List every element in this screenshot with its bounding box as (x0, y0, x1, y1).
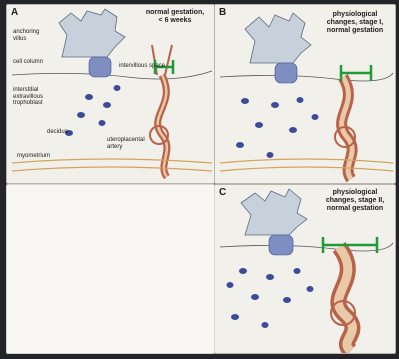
decidua-surface-line (12, 71, 212, 79)
anchoring-villus (59, 9, 125, 57)
panel-a: A normal gestation, < 6 weeks anchoring … (6, 4, 215, 184)
empty-area (6, 184, 215, 354)
panel-c: C physiological changes, stage II, norma… (214, 184, 396, 354)
panel-caption: physiological changes, stage II, normal … (319, 189, 391, 213)
panel-letter: A (11, 7, 18, 18)
trophoblast-cells (65, 85, 121, 136)
label-cell-column: cell column (13, 59, 43, 66)
panel-caption: physiological changes, stage I, normal g… (319, 11, 391, 35)
myometrium-layer (12, 159, 212, 171)
label-anchoring-villus: anchoring villus (13, 29, 39, 42)
label-decidua: decidua (47, 129, 68, 136)
myometrium-layer (220, 159, 393, 171)
panel-letter: C (219, 187, 226, 198)
panel-b: B physiological changes, stage I, normal… (214, 4, 396, 184)
anchoring-villus (241, 189, 307, 235)
label-intervillous-space: intervillous space (119, 63, 165, 70)
cell-column (269, 235, 293, 255)
anchoring-villus (245, 13, 311, 63)
cell-column (89, 57, 111, 77)
label-interstitial-trophoblast: interstitial extravillous trophoblast (13, 87, 43, 107)
trophoblast-cells (227, 268, 314, 328)
panel-letter: B (219, 7, 226, 18)
label-uteroplacental-artery: uteroplacental artery (107, 137, 145, 150)
cell-column (275, 63, 297, 83)
panel-caption: normal gestation, < 6 weeks (139, 9, 211, 25)
label-myometrium: myometrium (17, 153, 50, 160)
trophoblast-cells (236, 97, 319, 158)
